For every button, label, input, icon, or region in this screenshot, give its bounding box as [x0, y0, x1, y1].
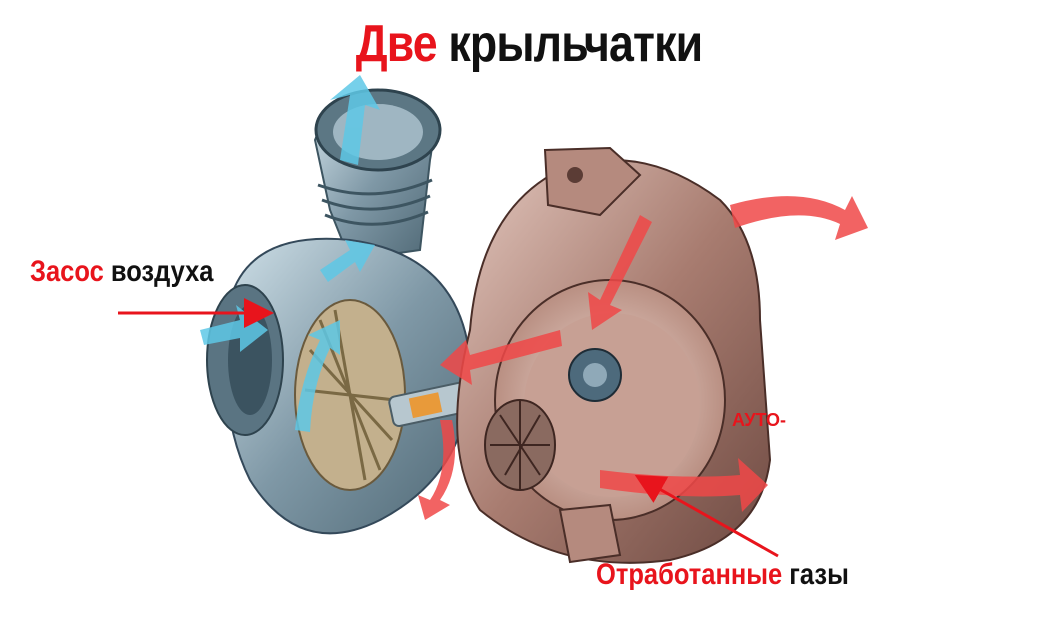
exhaust-label-black: газы	[789, 558, 849, 591]
title-red-part: Две	[355, 15, 438, 73]
diagram-title: Две крыльчатки	[74, 14, 984, 74]
title-black-part: крыльчатки	[448, 15, 703, 73]
intake-label: Засос воздуха	[30, 255, 213, 289]
intake-label-black: воздуха	[110, 255, 214, 288]
intake-label-red: Засос	[30, 255, 104, 288]
watermark: АУТО-	[732, 410, 787, 430]
exhaust-flow-arrows	[418, 196, 868, 520]
exhaust-pointer-arrow	[634, 475, 779, 558]
exhaust-label-red: Отработанные	[596, 558, 783, 591]
exhaust-label: Отработанные газы	[596, 558, 849, 592]
